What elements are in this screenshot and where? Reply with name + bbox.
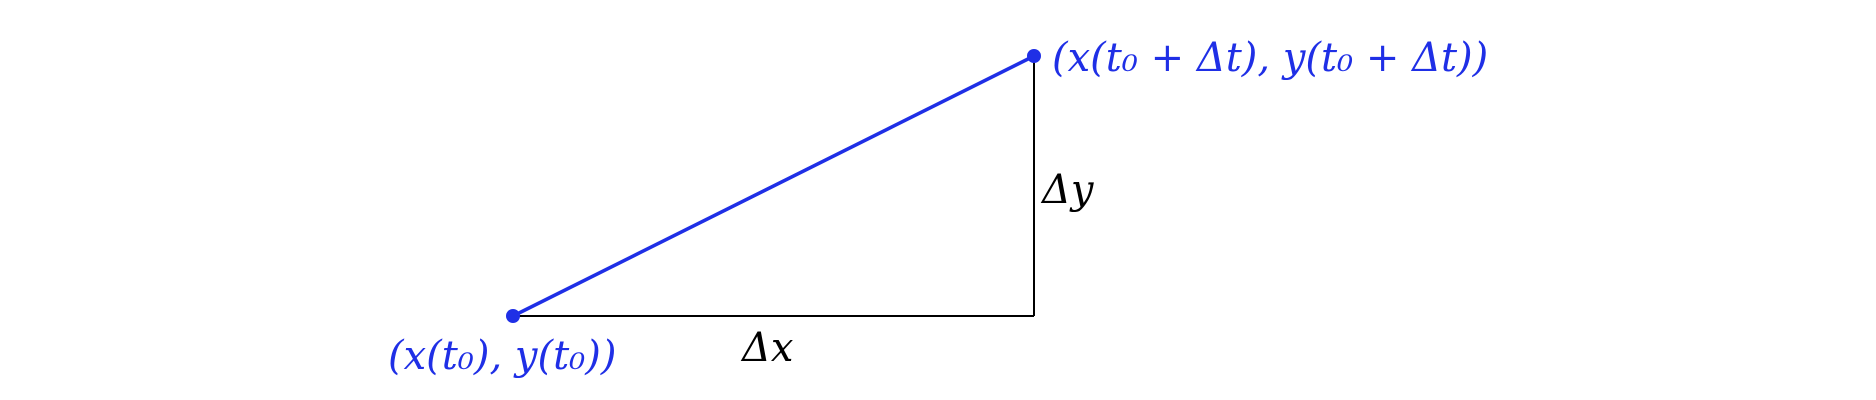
secant-line [512, 54, 1035, 318]
delta-y-label: Δy [1042, 167, 1094, 213]
end-point-label: (x(t₀ + Δt), y(t₀ + Δt)) [1052, 35, 1489, 81]
start-point-dot [506, 309, 520, 323]
end-point-dot [1027, 49, 1041, 63]
start-point-label: (x(t₀), y(t₀)) [388, 333, 617, 379]
delta-x-label: Δx [742, 325, 794, 371]
